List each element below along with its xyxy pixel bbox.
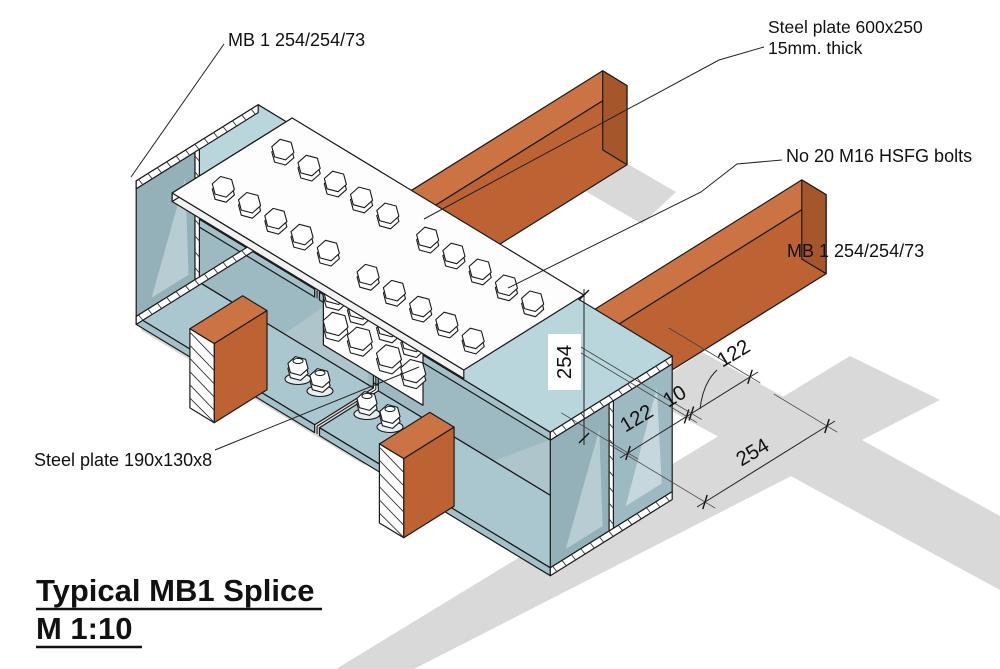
label-plate-top-2: 15mm. thick bbox=[768, 38, 863, 58]
bolt-head-top bbox=[382, 279, 407, 302]
bolt-head-top bbox=[494, 274, 519, 297]
bolt-head-top bbox=[346, 326, 373, 351]
dim-leader-arc bbox=[699, 369, 718, 410]
title-name: Typical MB1 Splice bbox=[36, 573, 315, 608]
ground-shadow bbox=[640, 352, 1000, 590]
extension-line bbox=[557, 338, 698, 423]
extension-line bbox=[608, 443, 716, 509]
bolt-head-top bbox=[349, 186, 374, 209]
extension-line bbox=[668, 327, 761, 384]
bolt-head-top bbox=[416, 226, 440, 249]
leader-beam-top-left bbox=[130, 43, 225, 178]
leader-plate-web bbox=[214, 366, 420, 451]
top-splice-plate bbox=[171, 117, 585, 371]
bolt-head-top bbox=[435, 311, 459, 334]
tick bbox=[578, 289, 590, 301]
label-beam-right: MB 1 254/254/73 bbox=[787, 241, 924, 261]
extension-line bbox=[562, 335, 702, 420]
timber-end bbox=[602, 70, 628, 166]
bolt-dome bbox=[314, 369, 326, 377]
extension-line bbox=[560, 412, 639, 460]
bolt-head-top bbox=[409, 295, 433, 318]
bolt-head-top bbox=[376, 202, 400, 225]
bolt-head-top bbox=[264, 207, 288, 230]
dim-chain-line bbox=[619, 371, 759, 459]
bolt-head-top bbox=[442, 242, 466, 265]
label-plate-web: Steel plate 190x130x8 bbox=[34, 450, 212, 470]
drawing-title: Typical MB1 Splice M 1:10 bbox=[36, 573, 322, 649]
timber-end bbox=[801, 179, 827, 275]
bolt-dome bbox=[384, 405, 396, 413]
bolt-head-top bbox=[237, 191, 262, 214]
timber-cut-end bbox=[378, 443, 405, 539]
annotation-leaders bbox=[130, 43, 783, 451]
bolt-head-top bbox=[290, 223, 314, 246]
bolt-head-top bbox=[323, 170, 347, 193]
bolt-dome bbox=[361, 392, 373, 400]
extension-line bbox=[773, 393, 838, 433]
leader-plate-top bbox=[423, 46, 765, 220]
bolt-head-top bbox=[468, 258, 492, 281]
fillet-wash bbox=[151, 177, 189, 298]
leader-bolts bbox=[507, 159, 783, 289]
bolt-head-top bbox=[322, 311, 349, 337]
bolt-head-top bbox=[400, 358, 427, 384]
extension-lines bbox=[557, 327, 838, 509]
label-beam-top-left: MB 1 254/254/73 bbox=[228, 30, 365, 50]
annotation-labels: MB 1 254/254/73 Steel plate 600x250 15mm… bbox=[34, 17, 972, 470]
bolt-head-top bbox=[461, 327, 485, 350]
bolt-head-top bbox=[211, 175, 235, 198]
tick bbox=[578, 432, 590, 444]
bolt-dome bbox=[292, 357, 304, 365]
cut-web bbox=[608, 400, 615, 532]
bolt-head-top bbox=[271, 138, 295, 161]
dim-depth-text: 254 bbox=[553, 345, 576, 379]
bolt-head-top bbox=[521, 290, 545, 313]
label-bolts: No 20 M16 HSFG bolts bbox=[786, 146, 972, 166]
bolt-head-top bbox=[316, 239, 340, 262]
label-plate-top-1: Steel plate 600x250 bbox=[768, 17, 923, 37]
fillet-wash bbox=[565, 429, 603, 550]
title-scale: M 1:10 bbox=[36, 611, 132, 646]
fillet-wash bbox=[625, 387, 662, 506]
dim-depth-text-box bbox=[548, 334, 581, 390]
bolt-head-top bbox=[356, 263, 380, 286]
bolt-head-top bbox=[297, 154, 321, 177]
bolt-head-top bbox=[375, 344, 403, 369]
dimensions bbox=[548, 289, 838, 510]
dim-width-line bbox=[696, 420, 836, 508]
